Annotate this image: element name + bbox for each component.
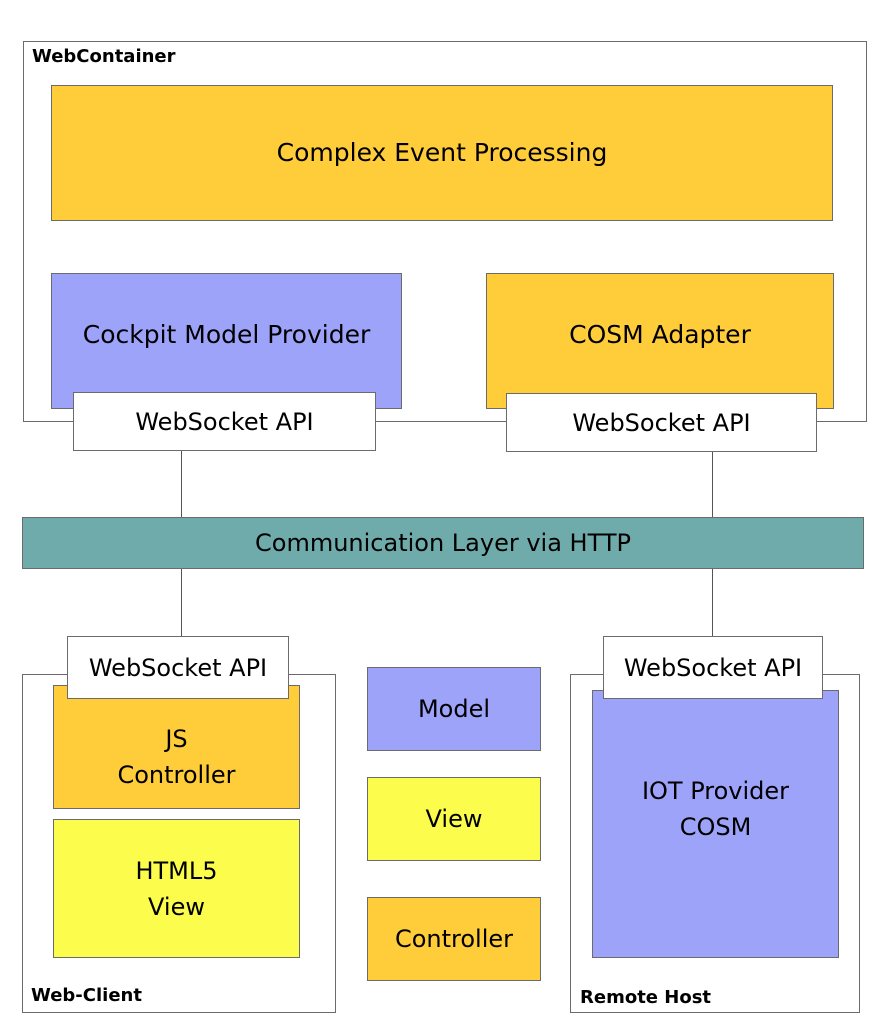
complex-event-processing-box: Complex Event Processing — [51, 85, 833, 221]
html5-view-line1: HTML5 — [135, 856, 218, 885]
html5-view-line2: View — [148, 892, 205, 921]
legend-model: Model — [367, 667, 541, 751]
web-client-api-label: WebSocket API — [88, 653, 268, 682]
communication-layer-bar: Communication Layer via HTTP — [22, 517, 864, 569]
html5-view-box: HTML5 View — [53, 819, 300, 958]
legend-controller: Controller — [367, 897, 541, 981]
cosm-adapter-box: COSM Adapter — [486, 273, 834, 409]
web-client-websocket-api: WebSocket API — [67, 636, 289, 699]
js-controller-line2: Controller — [117, 761, 236, 789]
remote-host-label: Remote Host — [580, 987, 712, 1008]
cockpit-model-provider-box: Cockpit Model Provider — [51, 273, 402, 409]
js-controller-line1: JS — [165, 725, 188, 753]
js-controller-box: JS Controller — [53, 685, 300, 809]
web-client-label: Web-Client — [31, 985, 142, 1006]
remote-host-api-label: WebSocket API — [623, 653, 803, 682]
connector-left-bottom — [181, 569, 182, 636]
legend-controller-label: Controller — [394, 925, 514, 953]
connector-right-top — [712, 451, 713, 517]
legend-view: View — [367, 777, 541, 861]
websocket-api-right: WebSocket API — [506, 393, 817, 452]
legend-view-label: View — [425, 805, 483, 833]
connector-right-bottom — [712, 569, 713, 636]
api-left-label: WebSocket API — [135, 407, 314, 436]
iot-provider-line1: IOT Provider — [641, 777, 790, 805]
web-container-label: WebContainer — [32, 46, 176, 67]
remote-host-websocket-api: WebSocket API — [603, 636, 823, 699]
websocket-api-left: WebSocket API — [73, 392, 376, 451]
communication-layer-label: Communication Layer via HTTP — [255, 529, 631, 557]
cosm-adapter-label: COSM Adapter — [569, 320, 751, 349]
cockpit-label: Cockpit Model Provider — [82, 320, 371, 349]
api-right-label: WebSocket API — [572, 408, 751, 437]
legend-model-label: Model — [417, 695, 491, 723]
connector-left-top — [181, 451, 182, 517]
iot-provider-box: IOT Provider COSM — [592, 690, 839, 958]
cep-label: Complex Event Processing — [276, 138, 608, 167]
iot-provider-line2: COSM — [679, 813, 752, 841]
